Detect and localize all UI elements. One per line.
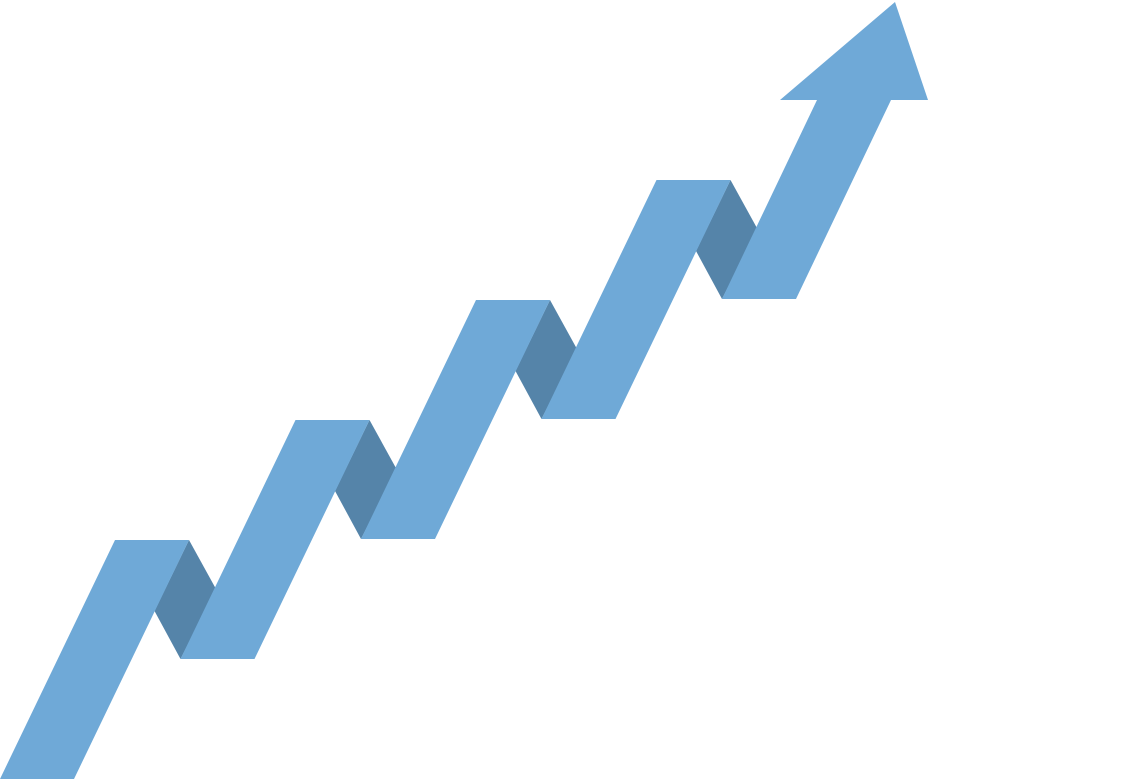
ribbon-segments [0,100,891,779]
ribbon-fold [696,180,758,299]
ribbon-folds [154,180,758,659]
ribbon-segment [722,100,891,299]
ribbon-segment [180,420,370,659]
ribbon-segment [361,300,550,539]
ribbon-fold [154,540,216,659]
ribbon-segment [541,180,731,419]
arrow-head-icon [780,2,928,100]
ribbon-segment [0,540,189,779]
ribbon-fold [515,300,577,419]
ribbon-fold [335,420,397,539]
